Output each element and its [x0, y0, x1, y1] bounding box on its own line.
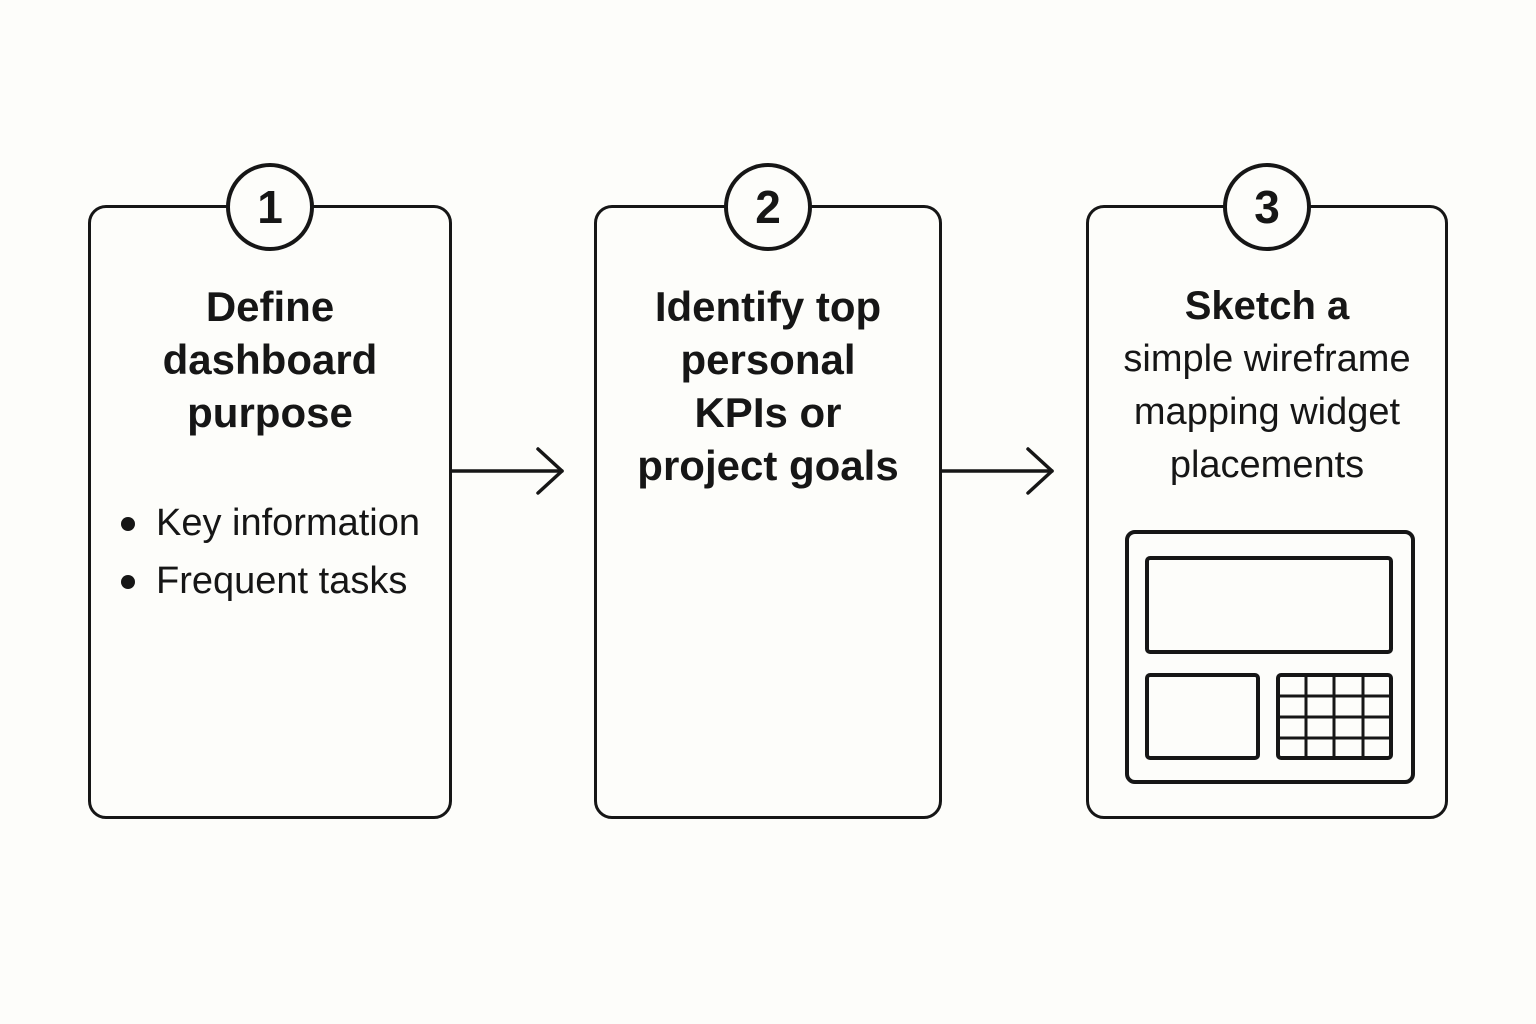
- step-number-badge: 3: [1223, 163, 1311, 251]
- bullet-item: Key information: [121, 494, 420, 552]
- step-title-line: Define: [205, 283, 335, 330]
- step-card-identify-kpis: 2 Identify top personal KPIs or project …: [594, 163, 942, 819]
- step-title-line: dashboard: [162, 336, 378, 383]
- step-title-line: KPIs or: [694, 389, 842, 436]
- bullet-item: Frequent tasks: [121, 552, 420, 610]
- step-title-line: mapping widget: [1133, 391, 1401, 433]
- step-number-badge: 2: [724, 163, 812, 251]
- step-card-sketch-wireframe: 3 Sketch a simple wireframe mapping widg…: [1086, 163, 1448, 819]
- step-title: Define dashboard purpose: [91, 280, 449, 439]
- step-title: Identify top personal KPIs or project go…: [597, 280, 939, 492]
- step-title-line: Identify top: [654, 283, 882, 330]
- bullet-dot-icon: [121, 575, 135, 589]
- step-title-line: project goals: [637, 442, 899, 489]
- step-title: Sketch a simple wireframe mapping widget…: [1089, 280, 1445, 492]
- step-title-line: Sketch a: [1184, 284, 1350, 328]
- bullet-text: Frequent tasks: [156, 560, 408, 602]
- step-title-line: simple wireframe: [1123, 338, 1411, 380]
- dashboard-wireframe-icon: [1125, 530, 1415, 784]
- bullet-dot-icon: [121, 517, 135, 531]
- step-title-line: personal: [680, 336, 856, 383]
- step-number-badge: 1: [226, 163, 314, 251]
- right-arrow-icon: [452, 447, 564, 495]
- step-card-define-purpose: 1 Define dashboard purpose Key informati…: [88, 163, 452, 819]
- bullet-text: Key information: [156, 502, 421, 544]
- bullet-list: Key information Frequent tasks: [121, 494, 420, 610]
- step-title-line: purpose: [187, 389, 353, 436]
- right-arrow-icon: [942, 447, 1054, 495]
- step-title-line: placements: [1169, 444, 1365, 486]
